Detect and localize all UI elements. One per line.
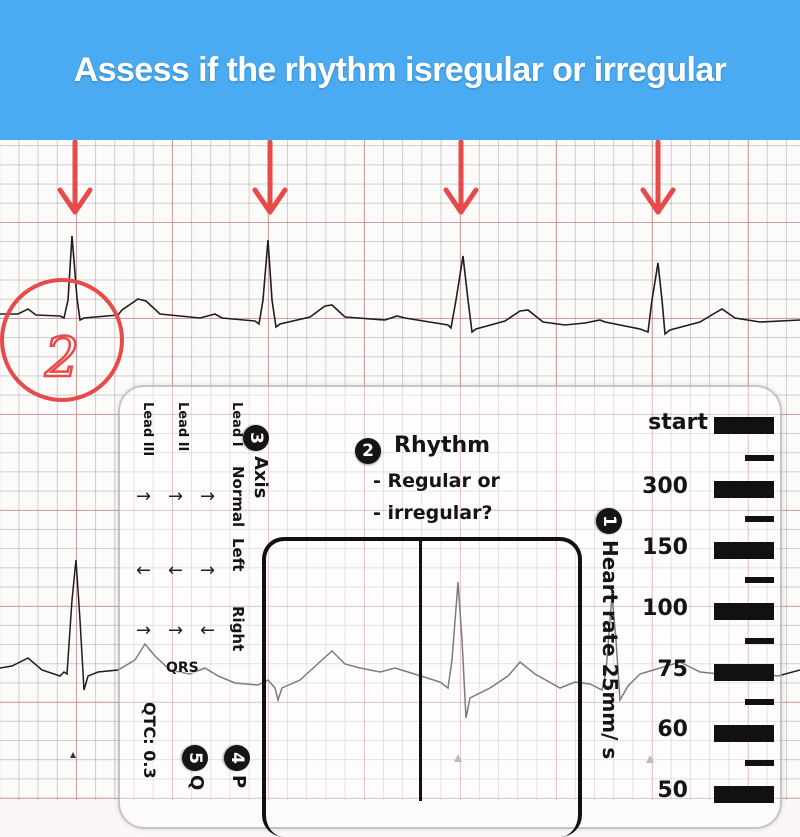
scale-tick-major xyxy=(714,725,774,742)
section-badge-qrs: 5 xyxy=(182,745,208,771)
section-badge-rhythm: 2 xyxy=(355,438,381,464)
rate-scale-150: 150 xyxy=(642,535,688,560)
lead-i-label: Lead I xyxy=(229,402,244,447)
scale-tick-major xyxy=(714,664,774,681)
arrow-right-icon: → xyxy=(200,486,216,507)
circled-number-annotation xyxy=(0,278,124,402)
marker-triangle xyxy=(454,754,462,762)
down-arrow-icon xyxy=(640,140,676,215)
lead-iii-label: Lead III xyxy=(140,402,155,457)
arrow-left-icon: ← xyxy=(136,560,152,581)
p-wave-title: P xyxy=(228,775,249,789)
axis-row-normal: Normal xyxy=(229,466,247,528)
axis-title: Axis xyxy=(250,456,271,499)
rate-scale-100: 100 xyxy=(642,596,688,621)
rate-scale-300: 300 xyxy=(642,474,688,499)
section-badge-axis: 3 xyxy=(243,425,269,451)
scale-tick-minor xyxy=(745,699,774,705)
rate-scale-50: 50 xyxy=(657,778,688,803)
section-badge-heart-rate: 1 xyxy=(596,508,622,534)
arrow-right-icon: → xyxy=(168,486,184,507)
marker-triangle xyxy=(70,752,76,758)
scale-tick-minor xyxy=(745,455,774,461)
rate-scale-start: start xyxy=(648,410,708,435)
title-banner: Assess if the rhythm isregular or irregu… xyxy=(0,0,800,140)
rhythm-line-2: - irregular? xyxy=(373,502,493,524)
lead-ii-label: Lead II xyxy=(175,402,190,452)
arrow-right-icon: → xyxy=(200,560,216,581)
circled-number-text: 2 xyxy=(44,326,79,389)
section-badge-p-wave: 4 xyxy=(224,745,250,771)
ecg-traces: 2 xyxy=(0,140,800,763)
arrow-right-icon: → xyxy=(136,620,152,641)
axis-row-right: Right xyxy=(229,606,247,652)
scale-tick-minor xyxy=(745,760,774,766)
scale-tick-minor xyxy=(745,577,774,583)
arrow-left-icon: ← xyxy=(168,560,184,581)
scale-tick-major xyxy=(714,542,774,559)
down-arrow-icon xyxy=(57,140,93,215)
scale-tick-minor xyxy=(745,516,774,522)
banner-title: Assess if the rhythm isregular or irregu… xyxy=(73,50,727,89)
scale-tick-major xyxy=(714,417,774,434)
marker-triangle xyxy=(646,755,654,763)
arrow-left-icon: ← xyxy=(200,620,216,641)
scale-tick-major xyxy=(714,603,774,620)
down-arrow-icon xyxy=(252,140,288,215)
rate-scale-75: 75 xyxy=(657,657,688,682)
ecg-trace-top xyxy=(0,235,800,336)
qrs-label: QRS xyxy=(166,660,199,676)
ecg-paper: 2 xyxy=(0,140,800,800)
axis-row-left: Left xyxy=(229,538,247,572)
rate-scale-60: 60 xyxy=(657,717,688,742)
down-arrow-icon xyxy=(443,140,479,215)
qtc-label: QTC: 0.3 xyxy=(140,702,159,779)
scale-tick-minor xyxy=(745,638,774,644)
heart-rate-title: Heart rate 25mm/ s xyxy=(598,540,622,760)
scale-tick-major xyxy=(714,786,774,803)
ruler-window-frame xyxy=(262,537,582,837)
qrs-title: Q xyxy=(186,775,207,791)
rhythm-line-1: - Regular or xyxy=(373,470,500,492)
rhythm-title: Rhythm xyxy=(394,433,491,458)
arrow-right-icon: → xyxy=(168,620,184,641)
arrow-right-icon: → xyxy=(136,486,152,507)
ecg-trace-bottom xyxy=(0,559,800,719)
scale-tick-major xyxy=(714,481,774,498)
ruler-window-divider xyxy=(419,541,422,801)
